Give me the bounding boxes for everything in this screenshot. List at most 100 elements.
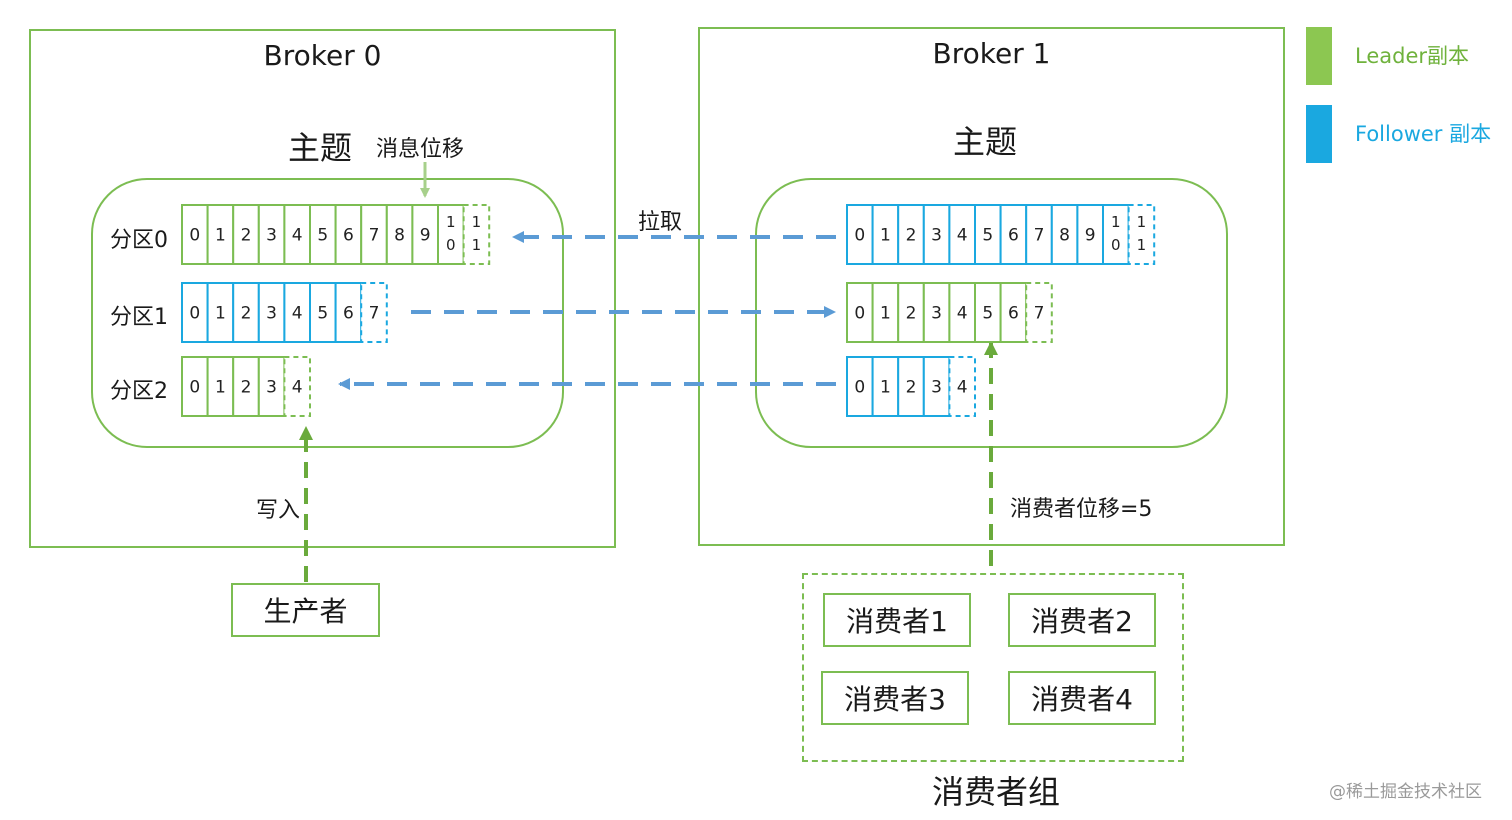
broker-1-partition-1-cell-1-label: 1 bbox=[880, 304, 891, 324]
broker-1: Broker 1 bbox=[698, 27, 1285, 546]
broker-0-partition-1-label: 分区1 bbox=[110, 305, 168, 330]
broker-0-partition-2-cell-1-label: 1 bbox=[215, 378, 226, 398]
broker-1-partition-1-cell-6 bbox=[999, 282, 1028, 343]
broker-0-partition-0-pending-cell bbox=[462, 204, 491, 265]
broker-1-partition-0-cell-2-label: 2 bbox=[906, 226, 917, 246]
broker-0-partition-0-cell-7-label: 7 bbox=[369, 226, 380, 246]
broker-0-partition-2-cell-3-label: 3 bbox=[266, 378, 277, 398]
broker-1-partition-1-cell-3 bbox=[922, 282, 951, 343]
broker-1-partition-1-cell-6-label: 6 bbox=[1008, 304, 1019, 324]
watermark: @稀土掘金技术社区 bbox=[1329, 782, 1482, 802]
broker-1-partition-0-cell-4 bbox=[948, 204, 977, 265]
broker-0-partition-1-cell-3 bbox=[257, 282, 286, 343]
broker-0-partition-2-cell-2-label: 2 bbox=[241, 378, 252, 398]
broker-1-partition-0-cell-10 bbox=[1102, 204, 1130, 265]
broker-1-partition-1-cell-4 bbox=[948, 282, 977, 343]
producer-label: 生产者 bbox=[263, 595, 348, 628]
broker-0-partition-0-cell-5 bbox=[309, 204, 337, 265]
broker-0-partition-1-cell-4-label: 4 bbox=[292, 304, 303, 324]
consumer-3-box: 消费者3 bbox=[821, 671, 969, 725]
broker-0-partition-1-pending-cell-label: 7 bbox=[369, 304, 380, 324]
broker-1-partition-2-cell-0-label: 0 bbox=[854, 378, 865, 398]
broker-0-partition-1-cell-6-label: 6 bbox=[343, 304, 354, 324]
broker-0-title: Broker 0 bbox=[263, 39, 382, 72]
producer-box: 生产者 bbox=[231, 583, 380, 637]
pull-label: 拉取 bbox=[638, 210, 683, 235]
broker-1-partition-1-cell-5-label: 5 bbox=[982, 304, 993, 324]
consumer-group-box bbox=[802, 573, 1184, 762]
broker-1-partition-0-cell-8-label: 8 bbox=[1059, 226, 1070, 246]
broker-0-partition-0-cell-5-label: 5 bbox=[317, 226, 328, 246]
broker-1-partition-0-cell-6 bbox=[999, 204, 1028, 265]
broker-0-partition-0-cell-1-label: 1 bbox=[215, 226, 226, 246]
broker-1-partition-1-cell-5 bbox=[974, 282, 1002, 343]
broker-1-partition-1-cell-3-label: 3 bbox=[931, 304, 942, 324]
broker-0-partition-0-cell-6 bbox=[334, 204, 363, 265]
broker-0-partition-0-cell-2 bbox=[232, 204, 260, 265]
broker-0-partition-1-cell-3-label: 3 bbox=[266, 304, 277, 324]
broker-1-partition-2-pending-cell bbox=[948, 356, 977, 417]
broker-1-partition-1-cell-4-label: 4 bbox=[957, 304, 968, 324]
broker-0-partition-0-cell-0-label: 0 bbox=[189, 226, 200, 246]
broker-1-partition-0-pending-cell-digit-a: 1 bbox=[1137, 213, 1147, 231]
broker-0-partition-1-cell-1-label: 1 bbox=[215, 304, 226, 324]
broker-0-partition-1-cell-0-label: 0 bbox=[189, 304, 200, 324]
broker-1-partition-0-cell-1-label: 1 bbox=[880, 226, 891, 246]
broker-1-partition-0-pending-cell bbox=[1127, 204, 1156, 265]
broker-1-partition-0-cell-2 bbox=[897, 204, 925, 265]
broker-0-partition-0-cell-0 bbox=[181, 204, 209, 265]
broker-0-partition-2-cell-0-label: 0 bbox=[189, 378, 200, 398]
consumer-1-label: 消费者1 bbox=[846, 605, 948, 638]
broker-1-partition-2-pending-cell-label: 4 bbox=[957, 378, 968, 398]
broker-0-partition-0-cell-10-digit-b: 0 bbox=[446, 236, 456, 254]
broker-1-partition-2-cell-3 bbox=[922, 356, 951, 417]
broker-0-partition-1-cell-2-label: 2 bbox=[241, 304, 252, 324]
broker-0-partition-1-cell-1 bbox=[206, 282, 235, 343]
broker-1-partition-1-cell-0-label: 0 bbox=[854, 304, 865, 324]
broker-0-partition-0-cell-10-digit-a: 1 bbox=[446, 213, 456, 231]
broker-0-partition-0-cell-3 bbox=[257, 204, 286, 265]
broker-0-partition-1-cell-5-label: 5 bbox=[317, 304, 328, 324]
consumer-offset-label: 消费者位移=5 bbox=[1010, 497, 1153, 522]
broker-0-partition-0-cell-10 bbox=[437, 204, 465, 265]
broker-0-partition-0-cell-3-label: 3 bbox=[266, 226, 277, 246]
consumer-4-box: 消费者4 bbox=[1008, 671, 1156, 725]
broker-0-partition-1-cell-5 bbox=[309, 282, 337, 343]
broker-1-partition-1-cell-2-label: 2 bbox=[906, 304, 917, 324]
broker-1-partition-0-cell-0-label: 0 bbox=[854, 226, 865, 246]
message-offset-label: 消息位移 bbox=[376, 137, 465, 162]
broker-0-partition-2-pending-cell-label: 4 bbox=[292, 378, 303, 398]
broker-1-partition-0-cell-4-label: 4 bbox=[957, 226, 968, 246]
broker-1-partition-0-cell-6-label: 6 bbox=[1008, 226, 1019, 246]
broker-0-partition-0-cell-2-label: 2 bbox=[241, 226, 252, 246]
broker-0-topic-title: 主题 bbox=[288, 129, 353, 167]
consumer-2-box: 消费者2 bbox=[1008, 593, 1156, 647]
consumer-3-label: 消费者3 bbox=[844, 683, 946, 716]
broker-0-partition-0-cell-6-label: 6 bbox=[343, 226, 354, 246]
broker-0-partition-0-cell-9-label: 9 bbox=[420, 226, 431, 246]
broker-0-partition-1-pending-cell bbox=[360, 282, 388, 343]
broker-1-partition-0-cell-10-digit-b: 0 bbox=[1111, 236, 1121, 254]
broker-1-topic-title: 主题 bbox=[953, 123, 1018, 161]
consumer-1-box: 消费者1 bbox=[823, 593, 971, 647]
consumer-group-label: 消费者组 bbox=[932, 773, 1061, 811]
broker-0-partition-2-cell-0 bbox=[181, 356, 209, 417]
broker-0-partition-0-label: 分区0 bbox=[110, 228, 168, 253]
broker-0-partition-0-cell-9 bbox=[411, 204, 439, 265]
legend-follower-label: Follower 副本 bbox=[1355, 122, 1492, 146]
broker-1-partition-0-cell-8 bbox=[1050, 204, 1079, 265]
broker-1-partition-0-cell-9 bbox=[1076, 204, 1105, 265]
broker-1-partition-0-cell-7-label: 7 bbox=[1034, 226, 1045, 246]
broker-1-partition-2-cell-1-label: 1 bbox=[880, 378, 891, 398]
broker-0-partition-0-cell-4-label: 4 bbox=[292, 226, 303, 246]
broker-0-partition-2-pending-cell bbox=[283, 356, 311, 417]
consumer-2-label: 消费者2 bbox=[1031, 605, 1133, 638]
broker-1-partition-0-cell-0 bbox=[846, 204, 874, 265]
broker-0-partition-0-cell-8-label: 8 bbox=[394, 226, 405, 246]
broker-1-partition-1-pending-cell-label: 7 bbox=[1034, 304, 1045, 324]
broker-1-partition-2-cell-0 bbox=[846, 356, 874, 417]
consumer-4-label: 消费者4 bbox=[1031, 683, 1133, 716]
broker-1-partition-0-cell-9-label: 9 bbox=[1085, 226, 1096, 246]
broker-0-partition-2-label: 分区2 bbox=[110, 379, 168, 404]
